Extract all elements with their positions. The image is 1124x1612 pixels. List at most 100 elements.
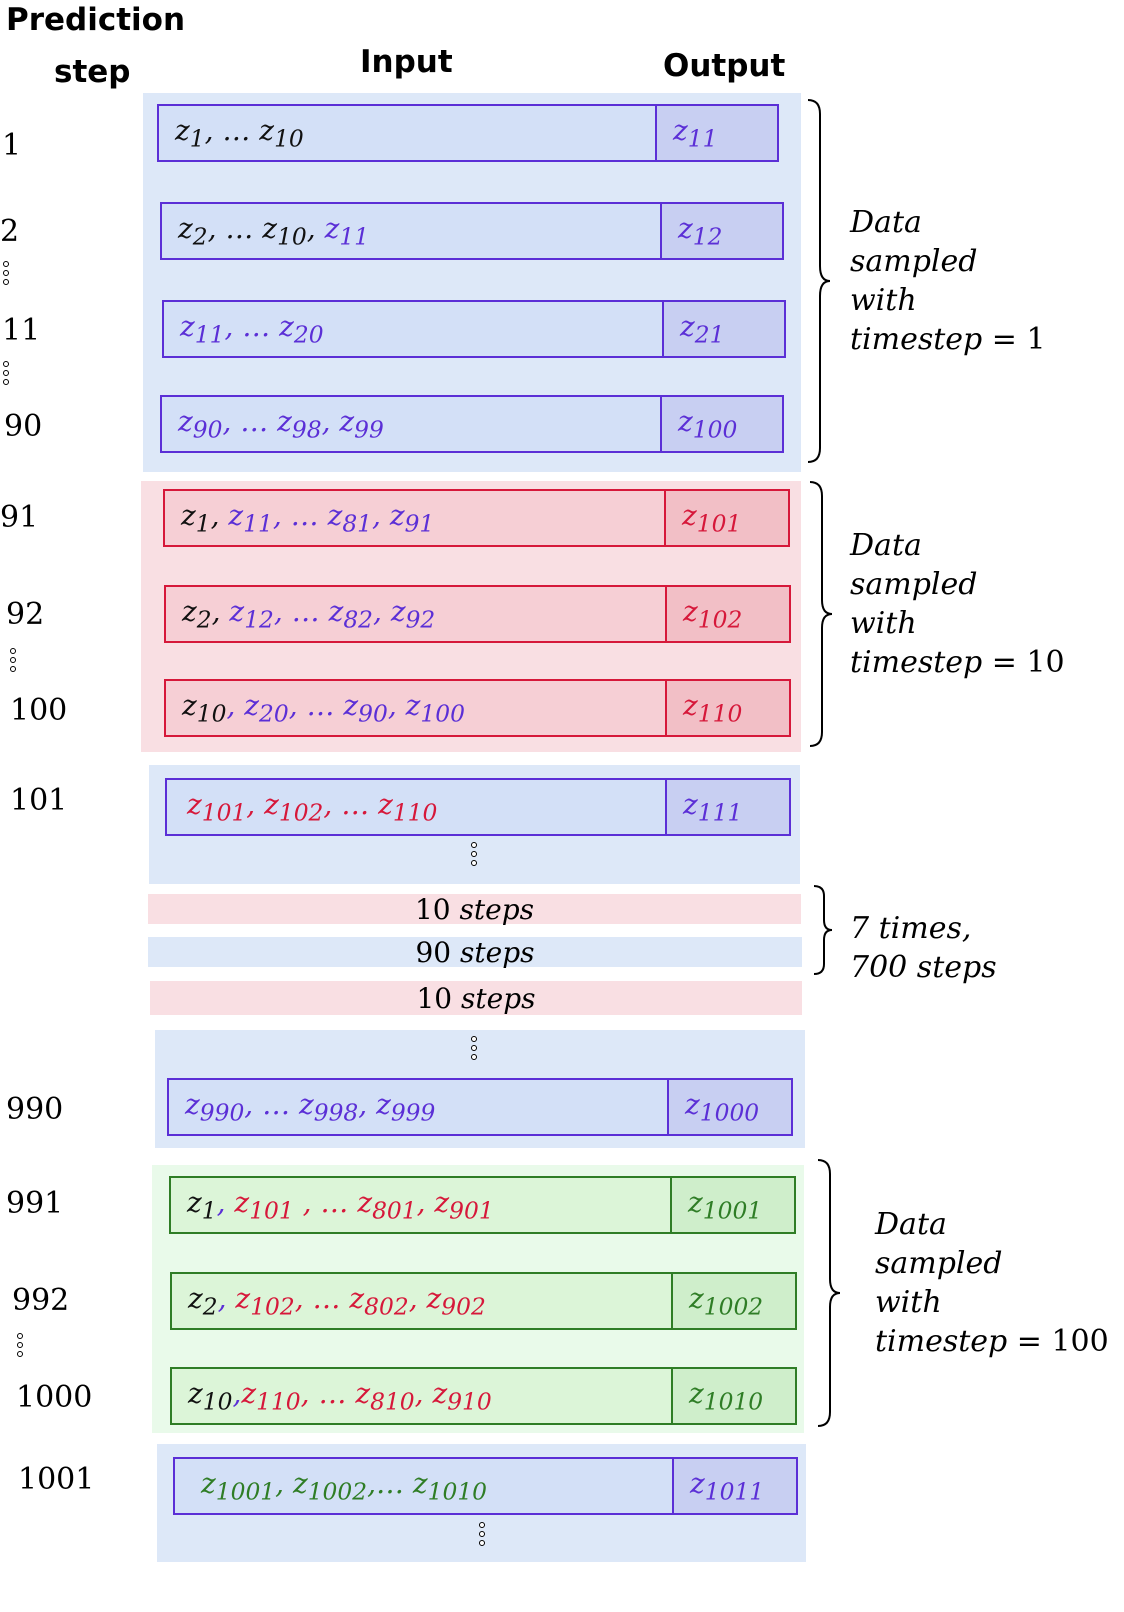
input-sequence: z990, … z998, z999 bbox=[185, 1087, 436, 1127]
step-label: 990 bbox=[6, 1092, 64, 1127]
input-sequence: z1001, z1002,… z1010 bbox=[201, 1466, 488, 1506]
note-equation: = 10 bbox=[982, 645, 1065, 680]
input-sequence: z2, z12, … z82, z92 bbox=[182, 594, 436, 634]
input-cell: z2, … z10, z11 bbox=[162, 204, 660, 258]
input-sequence: z2, … z10, z11 bbox=[178, 211, 370, 251]
band-90-steps: 90 steps bbox=[148, 935, 802, 969]
band-10-steps: 10 steps bbox=[150, 981, 802, 1015]
step-label: 100 bbox=[10, 693, 68, 728]
note-line: sampled bbox=[850, 244, 978, 279]
output-value: z1001 bbox=[688, 1185, 763, 1225]
input-sequence: z2, z102, … z802, z902 bbox=[188, 1281, 486, 1321]
note-line: Data bbox=[850, 528, 922, 563]
output-value: z1010 bbox=[689, 1376, 764, 1416]
step-label: 92 bbox=[6, 597, 45, 632]
note-line: with bbox=[850, 606, 917, 641]
output-value: z100 bbox=[678, 404, 738, 444]
band-10-steps: 10 steps bbox=[148, 892, 801, 926]
note-timestep-100: Data sampled with timestep = 100 bbox=[875, 1205, 1109, 1361]
step-label: 101 bbox=[10, 783, 68, 818]
input-cell: z1, z11, … z81, z91 bbox=[165, 491, 664, 545]
note-line: timestep bbox=[875, 1324, 1008, 1359]
note-7-times: 7 times, 700 steps bbox=[850, 909, 997, 987]
band-word: steps bbox=[460, 935, 535, 969]
row-step-91: z1, z11, … z81, z91 z101 bbox=[163, 489, 790, 547]
input-sequence: z11, … z20 bbox=[180, 309, 324, 349]
row-step-991: z1, z101 , … z801, z901 z1001 bbox=[169, 1176, 796, 1234]
note-line: with bbox=[875, 1285, 942, 1320]
note-line: Data bbox=[850, 205, 922, 240]
step-label: 992 bbox=[12, 1283, 70, 1318]
header-output: Output bbox=[663, 48, 786, 84]
header-prediction: Prediction bbox=[6, 2, 186, 38]
note-line: sampled bbox=[850, 567, 978, 602]
row-step-1000: z10,z110, … z810, z910 z1010 bbox=[170, 1367, 797, 1425]
row-step-92: z2, z12, … z82, z92 z102 bbox=[164, 585, 791, 643]
row-step-2: z2, … z10, z11 z12 bbox=[160, 202, 784, 260]
band-word: steps bbox=[461, 981, 536, 1015]
output-cell: z1002 bbox=[671, 1274, 795, 1328]
output-cell: z102 bbox=[665, 587, 789, 641]
row-step-1: z1, … z10 z11 bbox=[157, 104, 779, 162]
band-count: 10 bbox=[416, 981, 453, 1015]
output-cell: z1001 bbox=[670, 1178, 794, 1232]
input-sequence: z10,z110, … z810, z910 bbox=[188, 1376, 492, 1416]
vertical-ellipsis-icon bbox=[471, 1036, 481, 1063]
step-label: 1000 bbox=[16, 1380, 93, 1415]
output-cell: z1010 bbox=[671, 1369, 795, 1423]
input-cell: z11, … z20 bbox=[164, 302, 662, 356]
header-step: step bbox=[54, 54, 131, 90]
note-equation: = 1 bbox=[982, 322, 1046, 357]
input-cell: z2, z102, … z802, z902 bbox=[172, 1274, 671, 1328]
output-value: z111 bbox=[683, 787, 743, 827]
vertical-ellipsis-icon bbox=[479, 1522, 489, 1549]
input-cell: z101, z102, … z110 bbox=[167, 780, 665, 834]
step-label: 1001 bbox=[18, 1462, 95, 1497]
note-timestep-1: Data sampled with timestep = 1 bbox=[850, 203, 1046, 359]
input-cell: z90, … z98, z99 bbox=[162, 397, 660, 451]
vertical-ellipsis-icon bbox=[17, 1333, 27, 1360]
step-label: 2 bbox=[0, 214, 20, 249]
output-cell: z12 bbox=[660, 204, 782, 258]
step-label: 991 bbox=[6, 1186, 64, 1221]
row-step-101: z101, z102, … z110 z111 bbox=[165, 778, 791, 836]
band-count: 10 bbox=[414, 892, 451, 926]
right-brace-icon bbox=[807, 99, 831, 463]
vertical-ellipsis-icon bbox=[3, 261, 13, 288]
right-brace-icon bbox=[809, 481, 833, 747]
row-step-1001: z1001, z1002,… z1010 z1011 bbox=[173, 1457, 798, 1515]
vertical-ellipsis-icon bbox=[10, 648, 20, 675]
note-line: sampled bbox=[875, 1246, 1003, 1281]
note-line: 700 steps bbox=[850, 950, 997, 985]
input-cell: z990, … z998, z999 bbox=[169, 1080, 667, 1134]
output-cell: z21 bbox=[662, 302, 784, 356]
input-sequence: z10, z20, … z90, z100 bbox=[182, 688, 465, 728]
input-sequence: z1, z101 , … z801, z901 bbox=[187, 1185, 494, 1225]
row-step-90: z90, … z98, z99 z100 bbox=[160, 395, 784, 453]
output-cell: z111 bbox=[665, 780, 789, 834]
row-step-100: z10, z20, … z90, z100 z110 bbox=[164, 679, 791, 737]
output-value: z101 bbox=[682, 498, 742, 538]
step-label: 11 bbox=[2, 313, 41, 348]
step-label: 91 bbox=[0, 500, 39, 535]
note-line: Data bbox=[875, 1207, 947, 1242]
row-step-992: z2, z102, … z802, z902 z1002 bbox=[170, 1272, 797, 1330]
step-label: 90 bbox=[4, 409, 43, 444]
output-cell: z100 bbox=[660, 397, 782, 451]
vertical-ellipsis-icon bbox=[471, 842, 481, 869]
step-label: 1 bbox=[2, 128, 22, 163]
output-value: z110 bbox=[683, 688, 743, 728]
input-cell: z2, z12, … z82, z92 bbox=[166, 587, 665, 641]
input-cell: z10, z20, … z90, z100 bbox=[166, 681, 665, 735]
input-sequence: z101, z102, … z110 bbox=[187, 787, 438, 827]
input-cell: z1, z101 , … z801, z901 bbox=[171, 1178, 670, 1232]
output-value: z11 bbox=[673, 113, 718, 153]
output-cell: z101 bbox=[664, 491, 788, 545]
output-value: z1002 bbox=[689, 1281, 764, 1321]
output-value: z12 bbox=[678, 211, 723, 251]
output-value: z21 bbox=[680, 309, 725, 349]
input-sequence: z1, … z10 bbox=[175, 113, 304, 153]
input-cell: z10,z110, … z810, z910 bbox=[172, 1369, 671, 1423]
right-brace-icon bbox=[817, 1159, 841, 1427]
row-step-990: z990, … z998, z999 z1000 bbox=[167, 1078, 793, 1136]
